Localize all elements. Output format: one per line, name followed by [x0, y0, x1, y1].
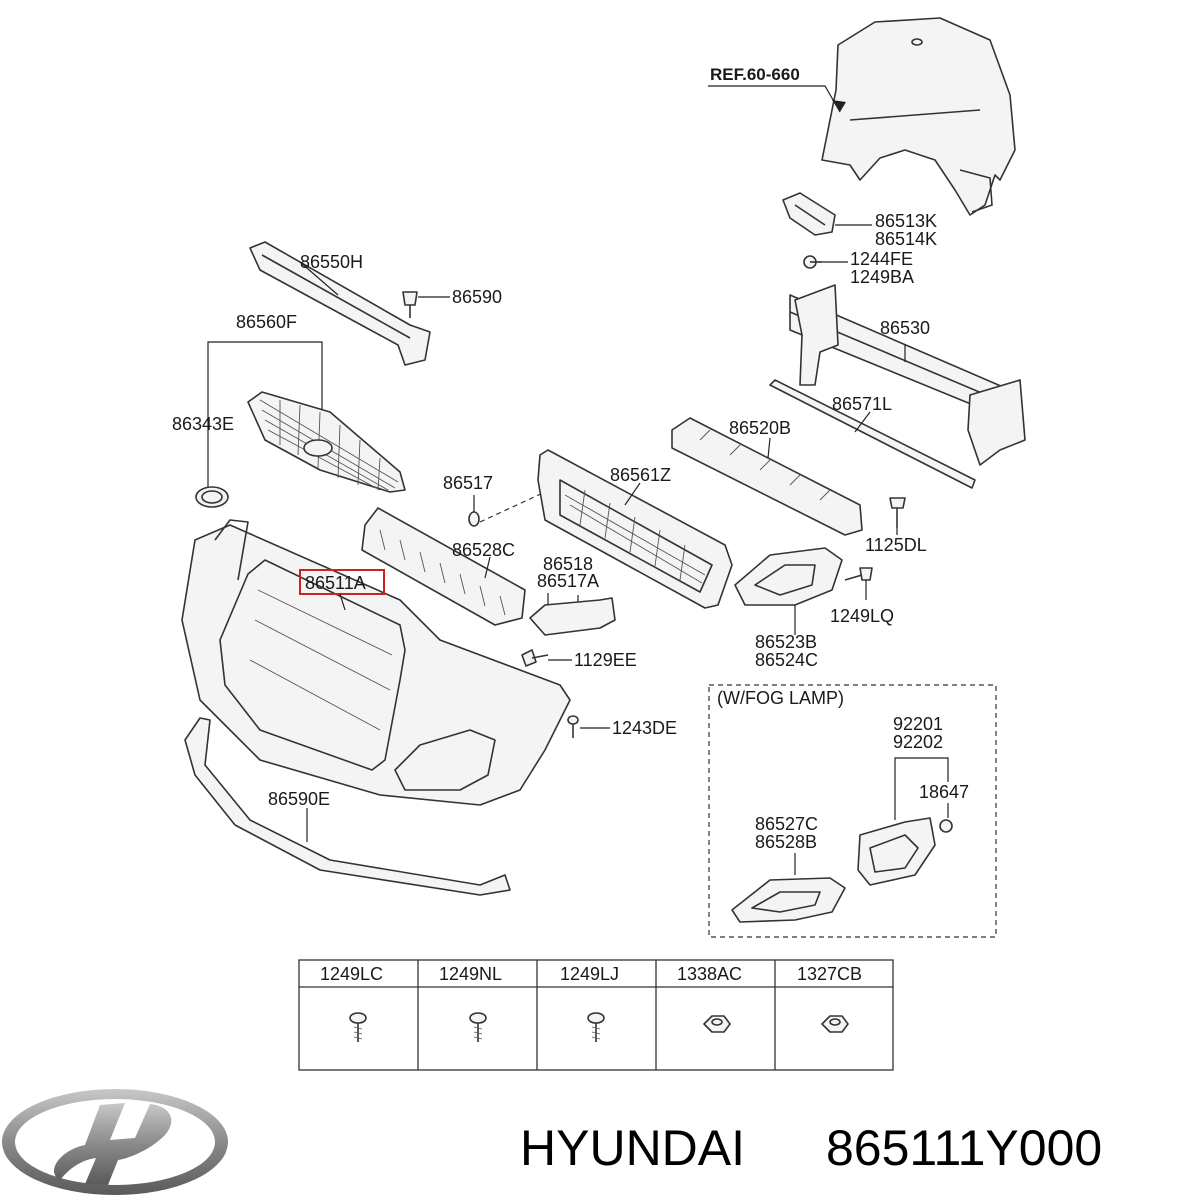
- absorber-part: [769, 379, 976, 489]
- callout-1129EE: 1129EE: [574, 650, 637, 670]
- callout-86550H: 86550H: [300, 252, 363, 272]
- screw-1244fe: [803, 255, 822, 269]
- callout-86590: 86590: [452, 287, 502, 307]
- table-header-1249LJ: 1249LJ: [560, 964, 619, 984]
- screw-1243de: [567, 715, 579, 738]
- callout-86560F: 86560F: [236, 312, 297, 332]
- reinforcement-part: [361, 507, 526, 626]
- table-header-1338AC: 1338AC: [677, 964, 742, 984]
- callout-18647: 18647: [919, 782, 969, 802]
- highlight-box: [299, 569, 385, 595]
- part-number-text: 865111Y000: [826, 1120, 1102, 1176]
- callout-1243DE: 1243DE: [612, 718, 677, 738]
- brand-text: HYUNDAI: [520, 1120, 745, 1176]
- side-bracket-lower-part: [529, 597, 616, 636]
- table-header-1327CB: 1327CB: [797, 964, 862, 984]
- side-bracket-part: [782, 192, 836, 236]
- callout-1249BA: 1249BA: [850, 267, 914, 287]
- fog-lamp-title: (W/FOG LAMP): [717, 688, 844, 708]
- fog-lamp-part: [857, 817, 953, 886]
- callout-1249LQ: 1249LQ: [830, 606, 894, 626]
- ref-leader: [708, 85, 841, 113]
- bumper-cover-part: [181, 519, 571, 806]
- callout-86528C: 86528C: [452, 540, 515, 560]
- ref-label: REF.60-660: [710, 65, 800, 84]
- screw-1249lq: [844, 567, 873, 581]
- upper-bracket-part: [249, 241, 431, 366]
- callout-86517: 86517: [443, 473, 493, 493]
- callout-86523B: 86523B: [755, 632, 817, 652]
- fog-cover-part: [734, 547, 843, 606]
- callout-86528B: 86528B: [755, 832, 817, 852]
- callout-86343E: 86343E: [172, 414, 234, 434]
- mount-bracket-part: [671, 417, 863, 536]
- callout-1244FE: 1244FE: [850, 249, 913, 269]
- callout-1125DL: 1125DL: [865, 535, 927, 555]
- clip-86590: [402, 291, 418, 318]
- bolt-1129ee: [521, 649, 549, 667]
- callout-86561Z: 86561Z: [610, 465, 671, 485]
- callout-86511A: 86511A: [305, 573, 366, 593]
- bumper-beam-part: [789, 284, 1026, 466]
- callout-92201: 92201: [893, 714, 943, 734]
- upper-grille-part: [247, 391, 406, 493]
- screw-icon: [469, 1012, 487, 1042]
- callout-86514K: 86514K: [875, 229, 937, 249]
- clip-86517: [468, 511, 480, 527]
- ref-arrow: [832, 100, 846, 112]
- lower-grille-part: [537, 449, 733, 609]
- callout-86571L: 86571L: [832, 394, 892, 414]
- callout-86517A: 86517A: [537, 571, 599, 591]
- screw-icon: [587, 1012, 605, 1042]
- table-header-1249NL: 1249NL: [439, 964, 502, 984]
- screw-icon: [349, 1012, 367, 1042]
- emblem-part: [195, 486, 229, 508]
- fender-part: [821, 17, 1016, 216]
- callout-86513K: 86513K: [875, 211, 937, 231]
- bolt-1125dl: [889, 497, 906, 528]
- callout-86527C: 86527C: [755, 814, 818, 834]
- fastener-table: [298, 959, 894, 1071]
- nut-icon: [703, 1015, 731, 1033]
- hyundai-logo: [2, 1089, 228, 1195]
- table-header-1249LC: 1249LC: [320, 964, 383, 984]
- callout-86590E: 86590E: [268, 789, 330, 809]
- callout-86518: 86518: [543, 554, 593, 574]
- fog-bezel-part: [731, 877, 846, 923]
- callout-86524C: 86524C: [755, 650, 818, 670]
- lower-lip-part: [184, 717, 511, 896]
- callout-86530: 86530: [880, 318, 930, 338]
- callout-86520B: 86520B: [729, 418, 791, 438]
- callout-92202: 92202: [893, 732, 943, 752]
- nut-icon: [821, 1015, 849, 1033]
